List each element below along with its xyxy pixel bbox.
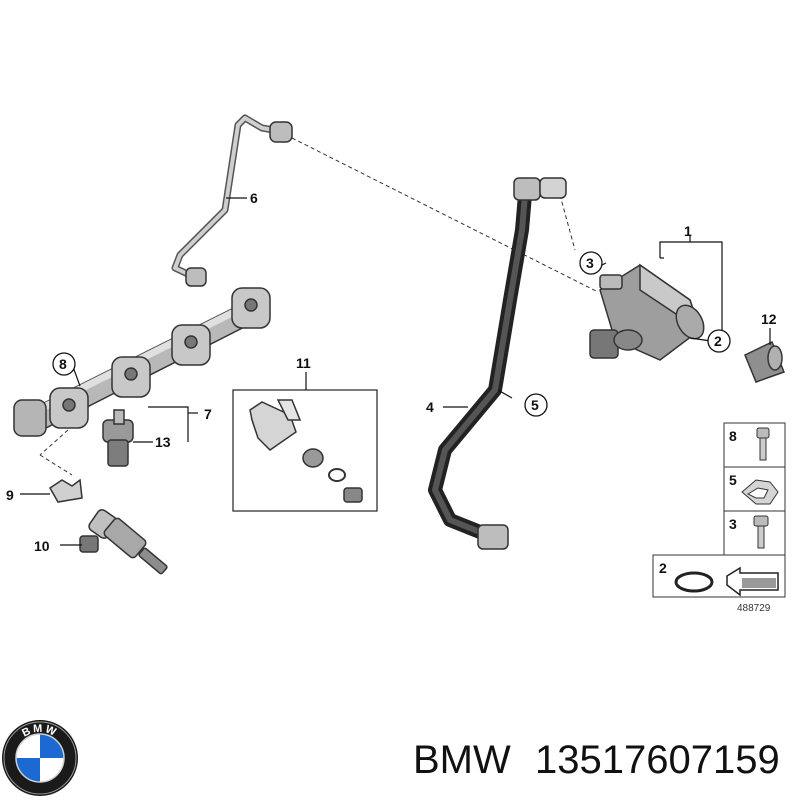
svg-text:10: 10 <box>34 538 50 554</box>
legend-row-5: 5 <box>729 472 779 505</box>
fuel-line-part-6 <box>171 114 293 287</box>
svg-text:BMW: BMW <box>20 723 59 740</box>
brand-label: BMW <box>413 738 511 782</box>
callout-11: 11 <box>296 355 311 371</box>
legend-row-2: 2 <box>659 560 779 597</box>
svg-text:11: 11 <box>296 355 311 371</box>
part-number-label: 13517607159 <box>535 738 780 782</box>
svg-text:2: 2 <box>714 333 722 349</box>
svg-text:12: 12 <box>761 311 777 327</box>
callout-5: 5 <box>524 393 548 417</box>
parts-legend-table <box>652 422 786 598</box>
svg-text:8: 8 <box>59 356 67 372</box>
svg-text:1: 1 <box>684 223 692 239</box>
callout-8: 8 <box>52 352 76 376</box>
svg-text:9: 9 <box>6 487 14 503</box>
fuel-rail-part-7 <box>13 287 271 437</box>
legend-row-8: 8 <box>729 427 770 461</box>
callout-7: 7 <box>204 406 212 422</box>
svg-text:5: 5 <box>729 472 737 488</box>
svg-text:3: 3 <box>586 255 594 271</box>
svg-text:4: 4 <box>426 399 434 415</box>
callout-13: 13 <box>155 434 171 450</box>
dashed-reference-lines <box>39 137 599 476</box>
bmw-logo: BMW <box>2 720 78 796</box>
clip-part-9 <box>49 478 83 503</box>
callout-2: 2 <box>707 329 731 353</box>
legend-row-3: 3 <box>729 515 769 549</box>
callout-9: 9 <box>6 487 14 503</box>
callout-4: 4 <box>426 399 434 415</box>
callout-3: 3 <box>579 251 603 275</box>
svg-text:7: 7 <box>204 406 212 422</box>
high-pressure-hose-part-4 <box>428 177 567 550</box>
svg-text:6: 6 <box>250 190 258 206</box>
svg-text:2: 2 <box>659 560 667 576</box>
callout-12: 12 <box>761 311 777 327</box>
pressure-sensor-part-13 <box>102 409 134 467</box>
callout-1: 1 <box>684 223 692 239</box>
callout-6: 6 <box>250 190 258 206</box>
bmw-logo-text: BMW <box>20 723 57 740</box>
line-nut-upper <box>269 121 293 143</box>
callout-10: 10 <box>34 538 50 554</box>
svg-text:5: 5 <box>531 397 539 413</box>
line-nut-lower <box>185 267 207 287</box>
high-pressure-pump-part-1 <box>589 263 705 361</box>
svg-text:13: 13 <box>155 434 171 450</box>
diagram-id: 488729 <box>737 603 771 614</box>
svg-text:3: 3 <box>729 516 737 532</box>
sleeve-part-12 <box>744 340 785 383</box>
svg-text:8: 8 <box>729 428 737 444</box>
repair-kit-box-part-11 <box>232 389 378 512</box>
injector-part-10 <box>79 509 168 575</box>
